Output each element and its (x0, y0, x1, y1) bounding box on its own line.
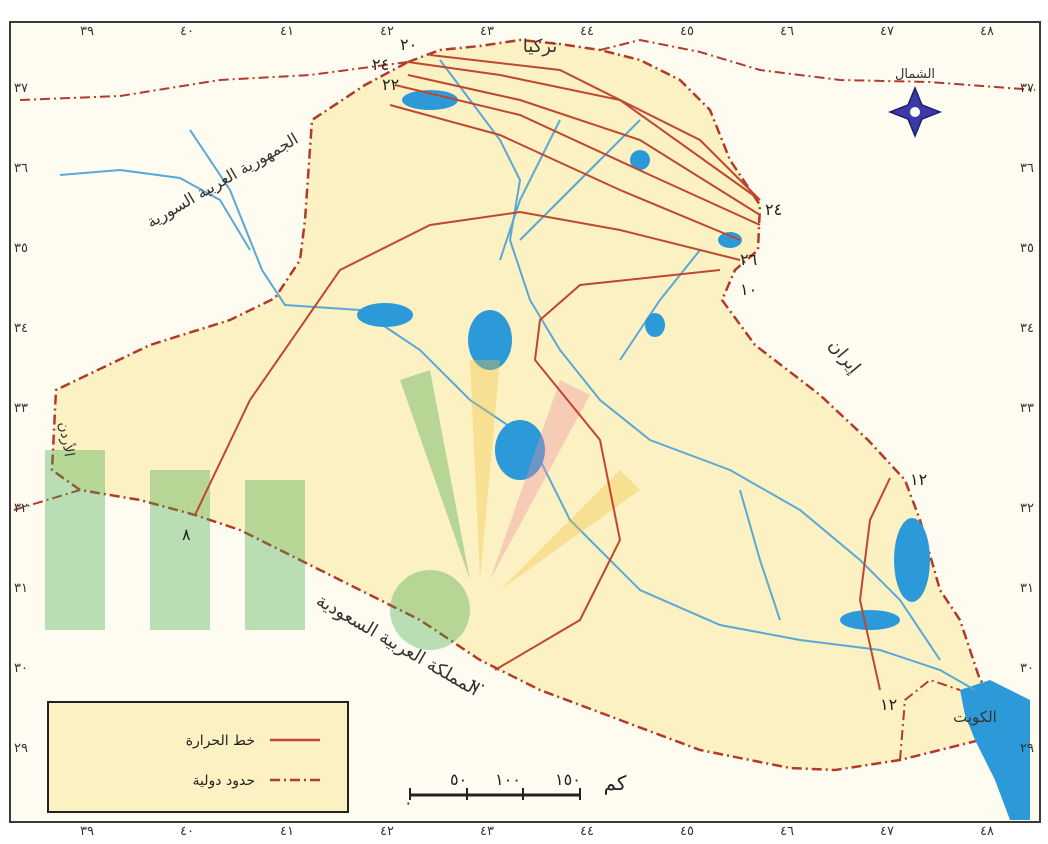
lat-label-left: ٣٣ (14, 401, 28, 416)
lat-label-right: ٣٢ (1020, 501, 1034, 516)
scale-tick: ٠ (404, 793, 413, 812)
isotherm-northern-5 (429, 54, 761, 201)
legend-border-label: حدود دولية (193, 773, 255, 789)
lon-label-bottom: ٤٣ (480, 824, 494, 839)
scale-bar: ١٥٠ ١٠٠ ٥٠ ٠ كم (404, 770, 627, 812)
isotherm-label: ٨ (182, 525, 191, 544)
lat-label-left: ٣٦ (14, 161, 28, 176)
persian-gulf (960, 680, 1030, 820)
lon-label-top: ٤٧ (880, 24, 894, 39)
dukan-lake (630, 150, 650, 170)
lat-label-right: ٣٥ (1020, 241, 1034, 256)
border-turkey-syria (19, 61, 409, 101)
lon-label-bottom: ٤١ (280, 824, 294, 839)
tharthar-lake (468, 310, 512, 370)
lon-label-bottom: ٤٦ (780, 824, 794, 839)
isotherm-label: ٢٠ (400, 35, 417, 54)
lon-label-bottom: ٤٠ (180, 824, 194, 839)
darbandikhan-lake (718, 232, 742, 248)
scale-tick: ١٥٠ (555, 770, 581, 789)
tributary-4 (499, 119, 561, 261)
lon-label-top: ٤٢ (380, 24, 394, 39)
isotherm-label: ١٢ (880, 695, 897, 714)
lakes (357, 90, 930, 630)
lat-label-right: ٢٩ (1020, 741, 1034, 756)
lon-label-top: ٤٥ (680, 24, 694, 39)
lon-label-bottom: ٤٥ (680, 824, 694, 839)
lon-label-top: ٣٩ (80, 24, 94, 39)
scale-unit: كم (604, 771, 627, 795)
lon-label-top: ٤٨ (980, 24, 994, 39)
lon-label-top: ٤٠ (180, 24, 194, 39)
lon-label-bottom: ٤٨ (980, 824, 994, 839)
lon-ticks: ٣٩ ٤٠ ٤١ ٤٢ ٤٣ ٤٤ ٤٥ ٤٦ ٤٧ ٤٨ ٣٩ ٤٠ ٤١ ٤… (80, 24, 994, 839)
isotherm-label: ١٠ (470, 675, 487, 694)
razzaza-lake (495, 420, 545, 480)
isotherms (194, 54, 891, 691)
syria-river (59, 168, 251, 251)
country-kuwait: الكويت (953, 708, 997, 726)
isotherm-label: ١٠ (740, 280, 757, 299)
isotherm-label: ٢٤ (765, 200, 782, 219)
hawizeh-marsh (894, 518, 930, 602)
tributary-1 (519, 119, 641, 241)
lat-label-right: ٣٤ (1020, 321, 1034, 336)
isotherm-label: ١٢ (910, 470, 927, 489)
tigris-river (439, 59, 941, 661)
isotherm-northern-1 (407, 61, 761, 201)
lon-label-top: ٤٣ (480, 24, 494, 39)
lon-label-bottom: ٤٤ (580, 824, 594, 839)
border-saudi-jordan (13, 489, 81, 511)
north-compass: الشمال (887, 67, 943, 138)
lon-label-bottom: ٤٧ (880, 824, 894, 839)
lat-label-left: ٣١ (14, 581, 28, 596)
lon-label-bottom: ٤٢ (380, 824, 394, 839)
lat-label-right: ٣٦ (1020, 161, 1034, 176)
lat-label-left: ٢٩ (14, 741, 28, 756)
lat-label-left: ٣٤ (14, 321, 28, 336)
lon-label-top: ٤١ (280, 24, 294, 39)
lat-label-left: ٣٢ (14, 501, 28, 516)
country-jordan: الأردن (55, 420, 79, 458)
isotherm-12 (858, 477, 891, 691)
lon-label-bottom: ٣٩ (80, 824, 94, 839)
isotherm-label: ٢٢ (382, 75, 399, 94)
isotherm-northern-3 (394, 84, 761, 226)
border-kuwait (899, 678, 961, 761)
isotherm-10 (494, 269, 721, 671)
isotherm-northern-4 (389, 104, 741, 241)
lat-label-left: ٣٥ (14, 241, 28, 256)
tributary-2 (619, 249, 701, 361)
lat-label-left: ٣٧ (14, 81, 28, 96)
lat-label-right: ٣٣ (1020, 401, 1034, 416)
lat-ticks: ٣٧ ٣٦ ٣٥ ٣٤ ٣٣ ٣٢ ٣١ ٣٠ ٢٩ ٣٧ ٣٦ ٣٥ ٣٤ ٣… (14, 81, 1034, 756)
legend-box: خط الحرارة حدود دولية (47, 701, 349, 813)
lon-label-top: ٤٤ (580, 24, 594, 39)
isotherm-26 (194, 210, 741, 516)
haditha-lake (357, 303, 413, 327)
tributary-3 (739, 489, 781, 621)
isotherm-label: ٢٤ (372, 55, 389, 74)
isotherm-label: ٢٦ (740, 250, 757, 269)
lon-label-top: ٤٦ (780, 24, 794, 39)
lat-label-left: ٣٠ (14, 661, 28, 676)
border-turkey-iran (599, 38, 1036, 91)
lat-label-right: ٣١ (1020, 581, 1034, 596)
scale-tick: ١٠٠ (495, 770, 521, 789)
isotherm-labels: ٢٠ ٢٤ ٢٢ ٢٤ ٢٦ ١٠ ٨ ١٠ ١٢ ١٢ (182, 35, 927, 714)
hamrin-lake (645, 313, 665, 337)
scale-tick: ٥٠ (450, 770, 467, 789)
lat-label-right: ٣٧ (1020, 81, 1034, 96)
country-turkey: تركيا (523, 36, 557, 57)
legend-heat-line-label: خط الحرارة (186, 733, 255, 749)
watermark-logo (45, 360, 640, 650)
north-label: الشمال (895, 67, 935, 82)
mosul-lake (402, 90, 458, 110)
hammar-marsh (840, 610, 900, 630)
isotherm-northern-2 (407, 74, 761, 216)
lat-label-right: ٣٠ (1020, 661, 1034, 676)
